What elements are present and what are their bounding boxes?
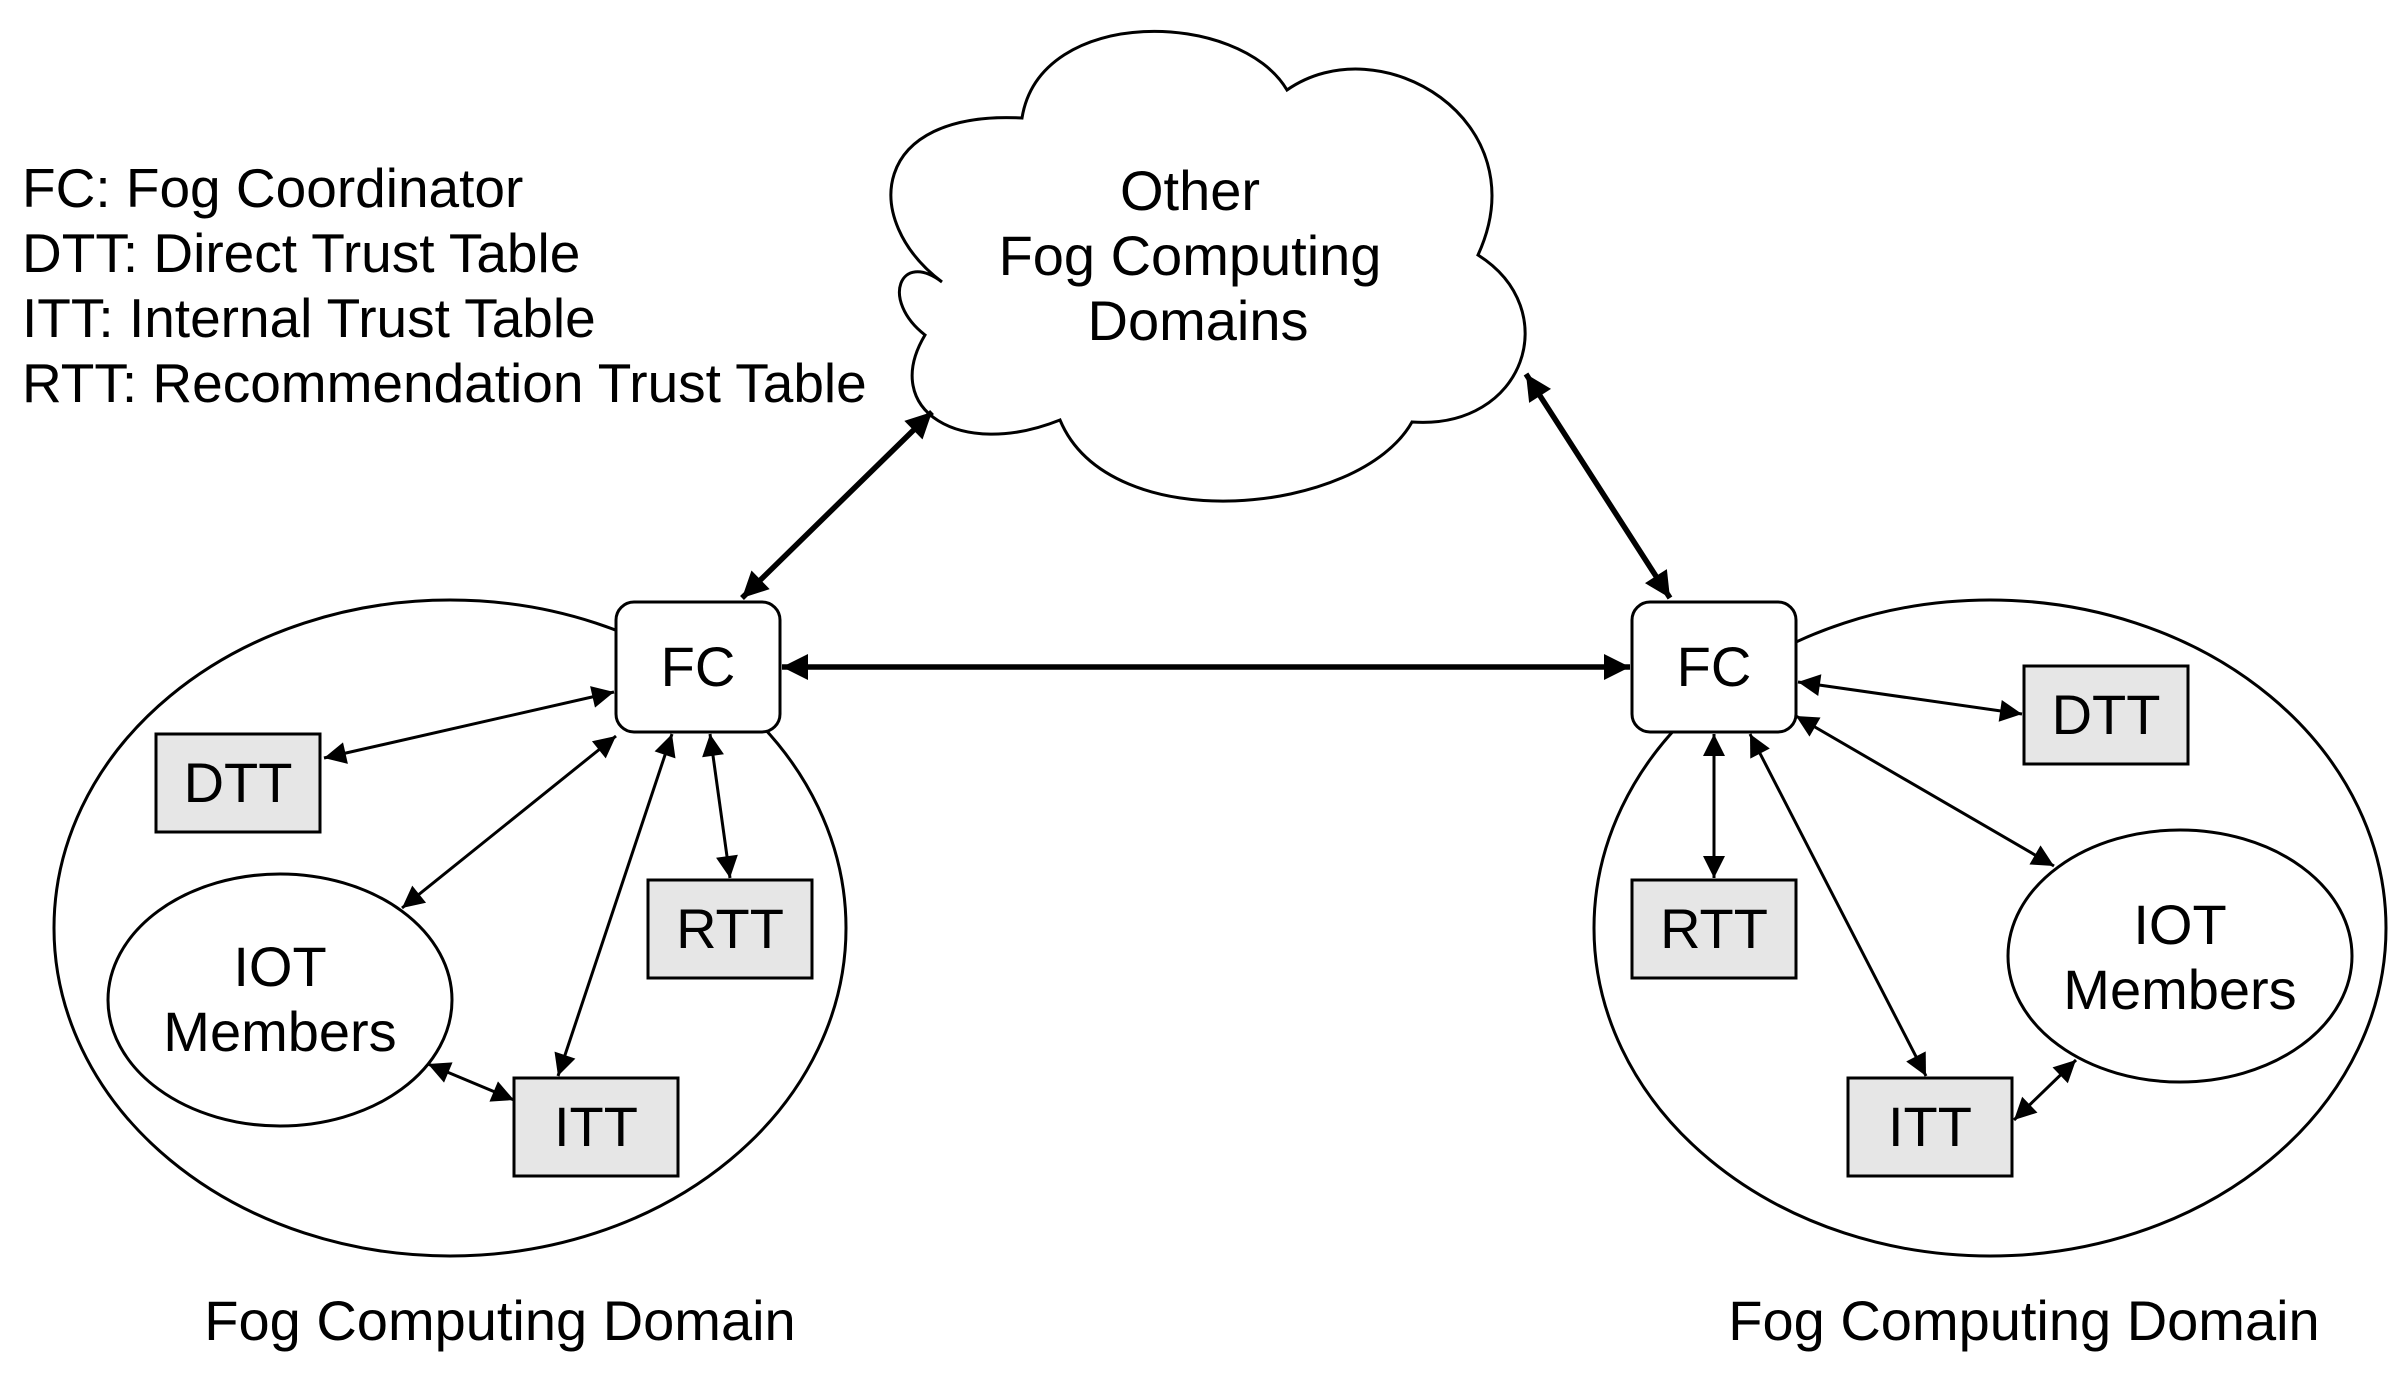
legend-dtt: DTT: Direct Trust Table bbox=[22, 222, 580, 284]
right-itt-label: ITT bbox=[1888, 1095, 1972, 1158]
left-dtt-label: DTT bbox=[184, 751, 293, 814]
cloud-line-3: Domains bbox=[1088, 289, 1309, 352]
left-fc-iot-arrow bbox=[401, 734, 617, 910]
right-itt-table bbox=[1846, 1076, 2014, 1178]
left-fc-label: FC bbox=[661, 635, 736, 698]
right-fc-itt-arrow bbox=[1748, 733, 1928, 1077]
left-fc-rtt-arrow bbox=[702, 733, 738, 879]
left-dtt-table bbox=[154, 732, 322, 834]
right-fc-iot-arrow bbox=[1795, 714, 2055, 868]
left-fc-itt-arrow bbox=[554, 733, 676, 1077]
right-iot-line-2: Members bbox=[2063, 958, 2296, 1021]
left-fc-cloud-arrow bbox=[740, 410, 934, 600]
left-iot-line-2: Members bbox=[163, 1000, 396, 1063]
legend-rtt: RTT: Recommendation Trust Table bbox=[22, 352, 867, 414]
other-domains-cloud: Other Fog Computing Domains bbox=[889, 29, 1527, 503]
right-fc-cloud-arrow bbox=[1523, 372, 1673, 600]
right-fog-domain: FC DTT RTT ITT IOT Members Fog Computing… bbox=[1592, 598, 2388, 1352]
left-itt-table bbox=[512, 1076, 680, 1178]
left-fc-node bbox=[614, 600, 782, 734]
right-fc-label: FC bbox=[1677, 635, 1752, 698]
left-iot-members bbox=[106, 872, 454, 1128]
legend-fc: FC: Fog Coordinator bbox=[22, 157, 523, 219]
left-fog-domain: FC DTT RTT ITT IOT Members Fog Computing… bbox=[52, 598, 848, 1352]
left-rtt-label: RTT bbox=[676, 897, 784, 960]
right-iot-itt-arrow bbox=[2012, 1058, 2078, 1122]
right-fc-node bbox=[1630, 600, 1798, 734]
left-domain-caption: Fog Computing Domain bbox=[204, 1289, 795, 1352]
right-iot-line-1: IOT bbox=[2133, 893, 2226, 956]
left-domain-ellipse bbox=[52, 598, 848, 1258]
right-iot-members bbox=[2006, 828, 2354, 1084]
right-domain-caption: Fog Computing Domain bbox=[1728, 1289, 2319, 1352]
right-dtt-label: DTT bbox=[2052, 683, 2161, 746]
left-itt-label: ITT bbox=[554, 1095, 638, 1158]
left-iot-line-1: IOT bbox=[233, 935, 326, 998]
right-rtt-label: RTT bbox=[1660, 897, 1768, 960]
cloud-line-1: Other bbox=[1120, 159, 1260, 222]
left-iot-itt-arrow bbox=[427, 1062, 515, 1102]
left-fc-dtt-arrow bbox=[323, 686, 615, 764]
cloud-shape bbox=[889, 29, 1527, 503]
right-fc-dtt-arrow bbox=[1797, 674, 2023, 722]
right-domain-ellipse bbox=[1592, 598, 2388, 1258]
legend-itt: ITT: Internal Trust Table bbox=[22, 287, 596, 349]
cloud-line-2: Fog Computing bbox=[999, 224, 1382, 287]
legend: FC: Fog Coordinator DTT: Direct Trust Ta… bbox=[22, 157, 867, 414]
